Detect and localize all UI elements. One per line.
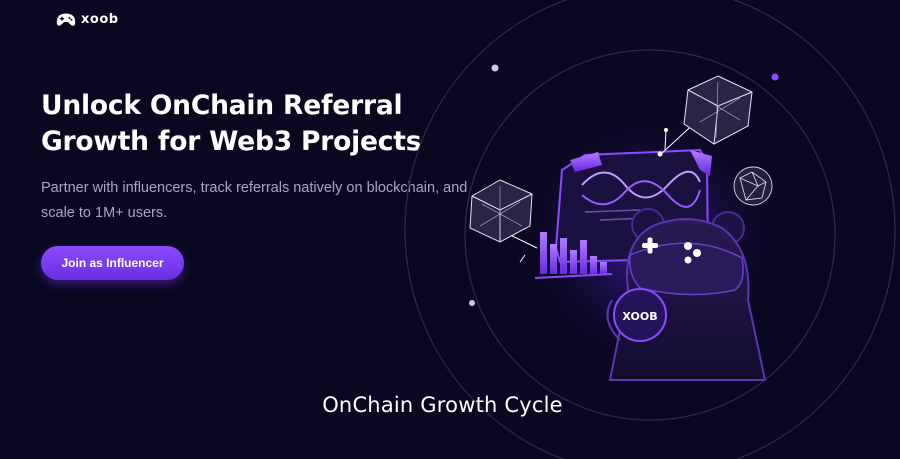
hero-section: Unlock OnChain Referral Growth for Web3 … — [41, 88, 511, 226]
mascot-bear — [606, 208, 767, 381]
bar-chart-graphic — [534, 232, 613, 279]
brand-logo[interactable]: xoob — [56, 12, 119, 27]
network-node — [664, 128, 668, 132]
join-as-influencer-button[interactable]: Join as Influencer — [41, 246, 184, 280]
orbit-dot — [469, 300, 475, 306]
network-sphere-icon — [733, 166, 773, 206]
section-title: OnChain Growth Cycle — [322, 393, 563, 417]
orbit-dot — [771, 73, 779, 81]
crystal-cube-icon — [683, 75, 753, 145]
hero-title-line-1: Unlock OnChain Referral — [41, 90, 403, 121]
logo-text: xoob — [81, 12, 119, 27]
network-node — [657, 151, 663, 157]
hero-title: Unlock OnChain Referral Growth for Web3 … — [41, 88, 511, 160]
hero-title-line-2: Growth for Web3 Projects — [41, 126, 422, 157]
mascot-badge-text: XOOB — [622, 310, 657, 323]
hero-subtitle: Partner with influencers, track referral… — [41, 180, 468, 221]
gamepad-icon — [56, 13, 76, 26]
crystal-cube-icon — [469, 179, 533, 243]
orbit-dot — [491, 64, 499, 72]
